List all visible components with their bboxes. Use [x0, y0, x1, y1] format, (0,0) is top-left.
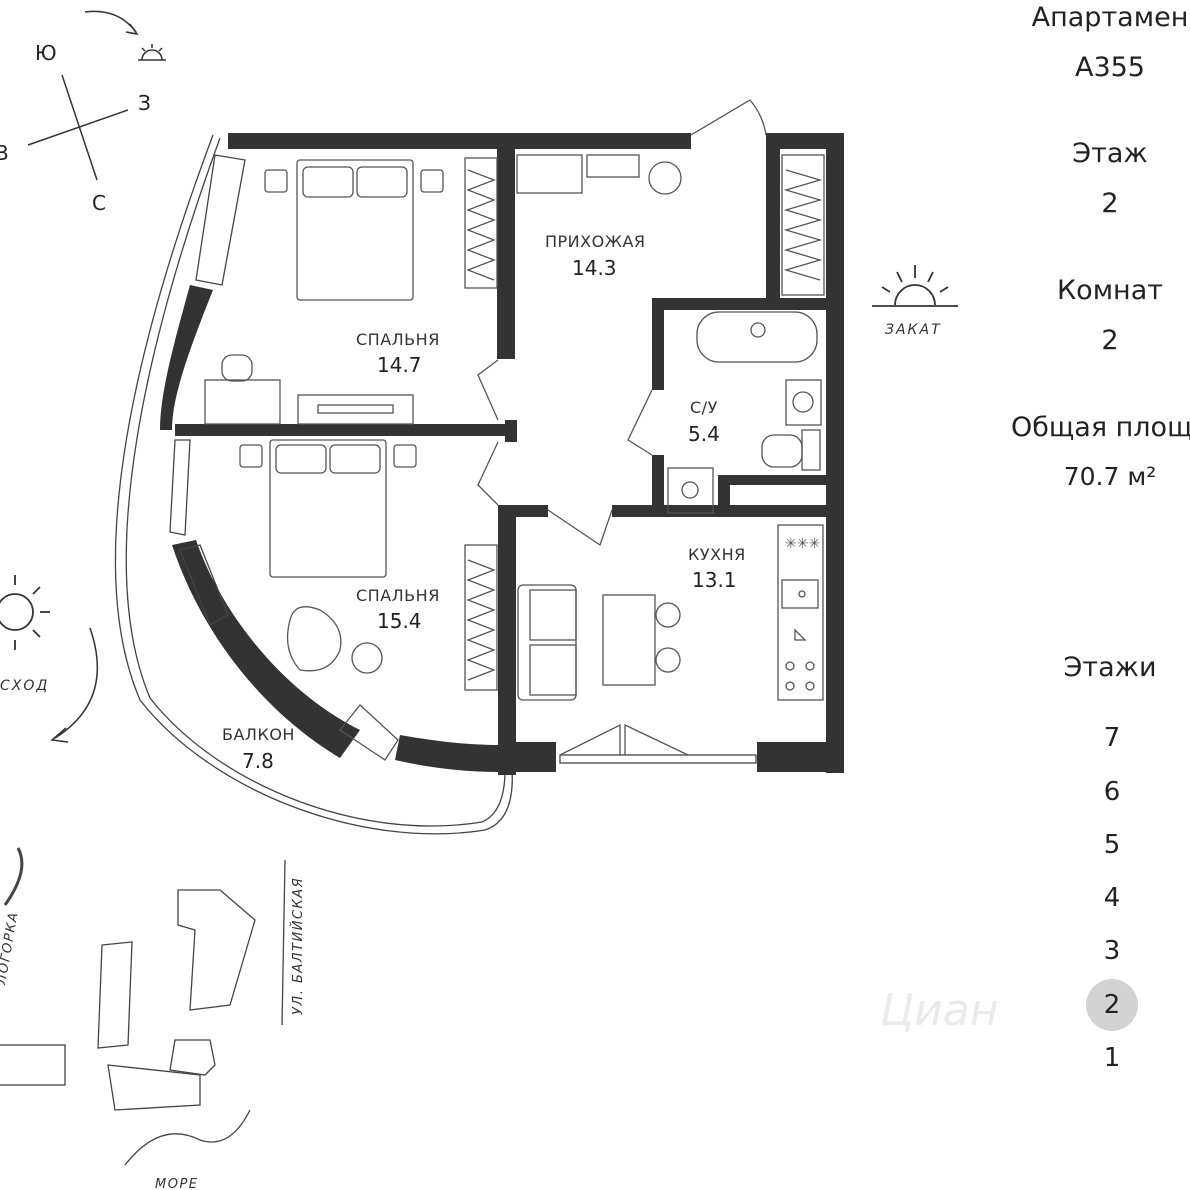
- furniture: [204, 154, 825, 701]
- floor-button-6[interactable]: 6: [1103, 777, 1121, 807]
- kitchen-counter: [777, 524, 824, 701]
- sunset-icon: [872, 265, 958, 307]
- floor-button-7[interactable]: 7: [1103, 723, 1121, 753]
- sunrise-arrow-icon: [54, 627, 98, 739]
- rooms-label: Комнат: [1057, 275, 1163, 306]
- floor-button-4[interactable]: 4: [1103, 883, 1121, 913]
- room-bathroom-name: С/У: [690, 398, 718, 417]
- compass-south: Ю: [35, 41, 57, 65]
- floors-label: Этажи: [1063, 652, 1157, 683]
- stove-icon: ✳✳✳: [785, 536, 820, 552]
- street-label: УЛ. БАЛТИЙСКАЯ: [290, 877, 306, 1015]
- bed-icon: [269, 439, 387, 578]
- room-bedroom1-area: 14.7: [377, 353, 422, 377]
- compass: Ю З В С: [0, 10, 166, 215]
- floor-button-1[interactable]: 1: [1103, 1043, 1121, 1073]
- rotation-arrow-icon: [84, 10, 137, 33]
- sink-icon: [785, 379, 822, 426]
- washer-icon: [667, 467, 714, 514]
- room-kitchen-area: 13.1: [692, 568, 737, 592]
- sunrise-label: СХОД: [0, 678, 49, 694]
- armchair-icon: [286, 606, 342, 672]
- watermark: Циан: [880, 985, 999, 1036]
- compass-west: З: [138, 91, 151, 115]
- hill-label: ЛОГОРКА: [0, 910, 22, 986]
- table-icon: [602, 594, 656, 686]
- room-bedroom2-name: СПАЛЬНЯ: [356, 586, 440, 605]
- area-value: 70.7 м²: [1063, 462, 1157, 491]
- floor-button-2[interactable]: 2: [1086, 979, 1138, 1031]
- rooms-value: 2: [1101, 325, 1119, 356]
- sunset-label: ЗАКАТ: [885, 322, 942, 338]
- small-sun-icon: [138, 44, 166, 61]
- room-hall-name: ПРИХОЖАЯ: [545, 232, 646, 251]
- apartment-label: Апартамен: [1031, 2, 1189, 33]
- room-bedroom2-area: 15.4: [377, 609, 422, 633]
- floor-button-3[interactable]: 3: [1103, 936, 1121, 966]
- floor-button-5[interactable]: 5: [1103, 830, 1121, 860]
- floor-value: 2: [1101, 188, 1119, 219]
- compass-east: В: [0, 141, 9, 165]
- doors: [339, 99, 767, 761]
- windows: [169, 154, 757, 764]
- room-balcony-area: 7.8: [242, 749, 274, 773]
- apartment-number: А355: [1074, 52, 1145, 83]
- room-balcony-name: БАЛКОН: [222, 725, 295, 744]
- room-hall-area: 14.3: [572, 256, 617, 280]
- bathtub-icon: [696, 311, 818, 363]
- site-map: [0, 847, 286, 1166]
- walls: [160, 133, 844, 775]
- room-kitchen-name: КУХНЯ: [688, 545, 746, 564]
- desk-icon: [204, 379, 281, 425]
- area-label: Общая площа: [1010, 412, 1190, 443]
- sea-label: МОРЕ: [155, 1177, 199, 1190]
- floor-label: Этаж: [1072, 138, 1148, 169]
- sofa-icon: [517, 584, 577, 701]
- wardrobe-icon: [464, 157, 498, 289]
- compass-north: С: [92, 191, 106, 215]
- balcony-outline: [114, 134, 513, 835]
- toilet-icon: [761, 434, 803, 468]
- room-bedroom1-name: СПАЛЬНЯ: [356, 330, 440, 349]
- room-bathroom-area: 5.4: [688, 422, 720, 446]
- bed-icon: [296, 159, 414, 301]
- sunrise-icon: [0, 575, 50, 650]
